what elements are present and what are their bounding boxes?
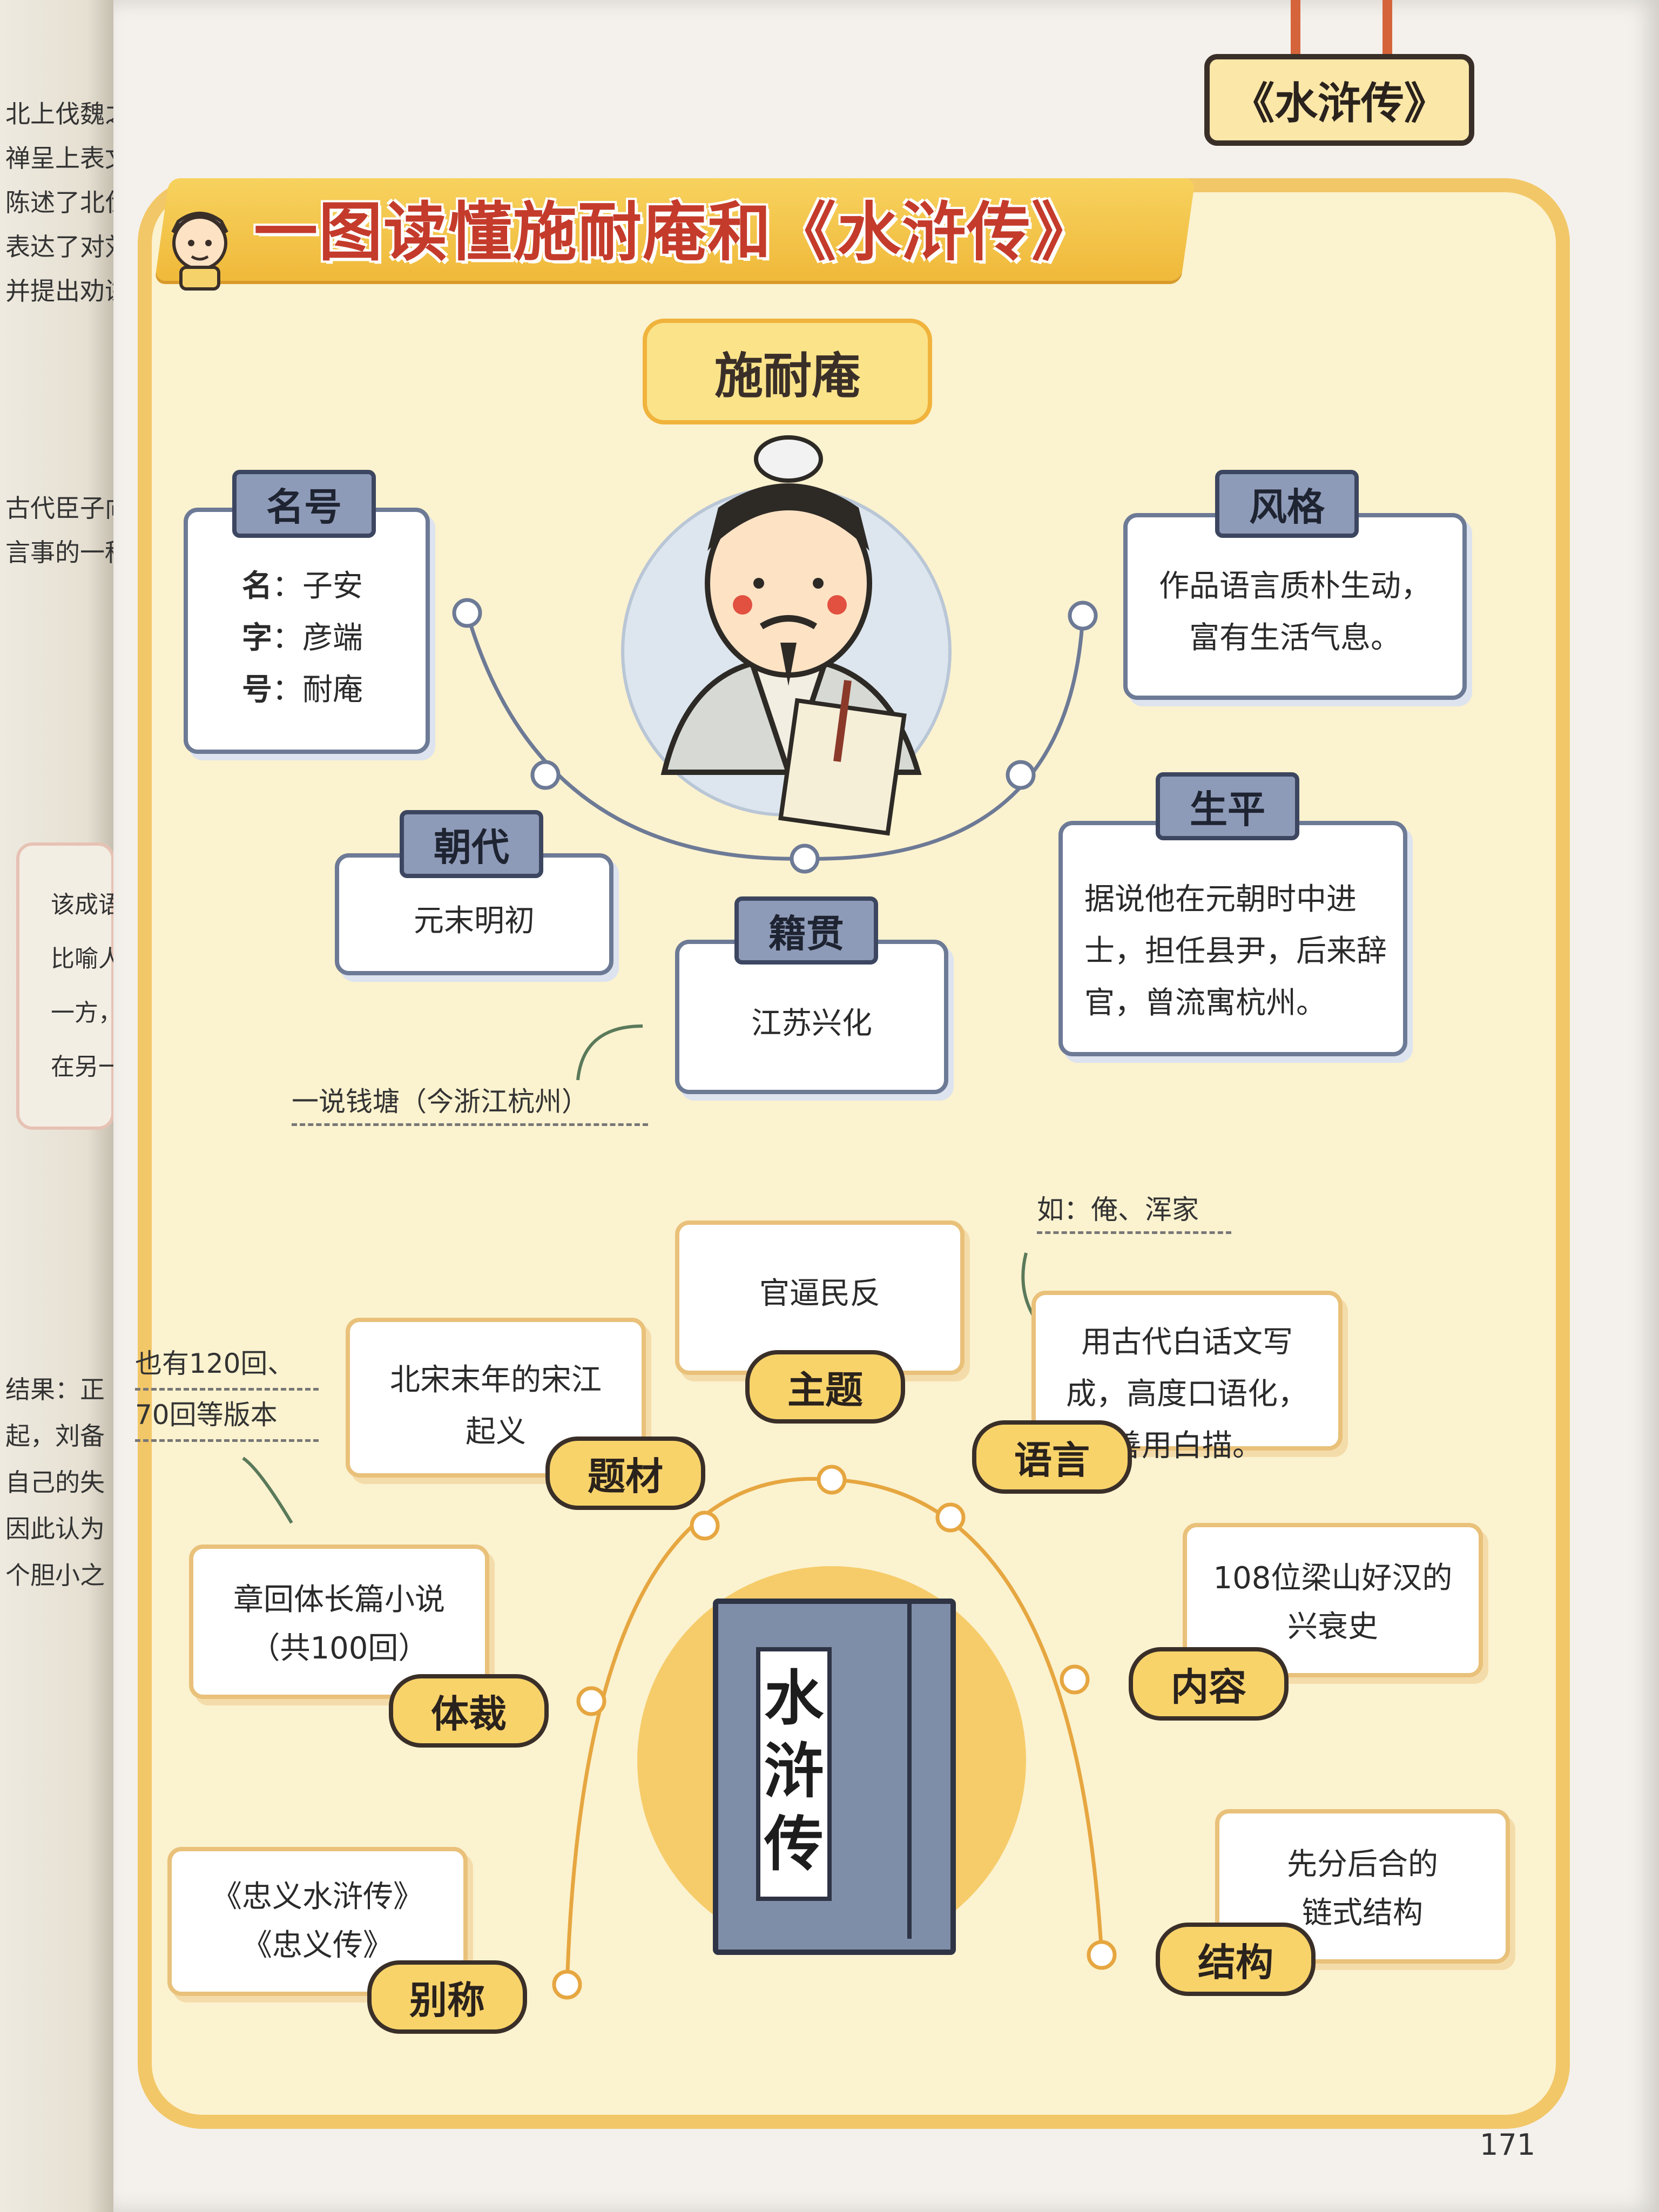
material-note: 也有120回、 70回等版本 (135, 1339, 319, 1442)
left-page-line: 言事的一种文 (5, 538, 113, 567)
chapter-tab: 《水浒传》 (1204, 54, 1474, 146)
content-label: 内容 (1129, 1647, 1289, 1721)
genre-text-line: 章回体长篇小说 (233, 1582, 445, 1617)
page-title: 一图读懂施耐庵和《水浒传》 (254, 195, 1097, 269)
left-result-line: 个胆小之 (5, 1561, 105, 1590)
material-note-line: 70回等版本 (135, 1391, 319, 1442)
left-page-line: 禅呈上表文 (5, 144, 113, 173)
style-text: 作品语言质朴生动，富有生活气息。 (1159, 569, 1431, 656)
left-note-line: 比喻人 (51, 945, 122, 973)
life-card: 据说他在元朝时中进士，担任县尹，后来辞官，曾流寓杭州。 (1058, 821, 1407, 1056)
left-note-line: 在另一 (51, 1053, 122, 1081)
genre-card: 章回体长篇小说 （共100回） (189, 1545, 489, 1699)
alias-label: 别称 (367, 1960, 527, 2034)
structure-text-line: 链式结构 (1302, 1896, 1423, 1931)
left-facing-page: 北上伐魏之前， 禅呈上表文 陈述了北伐的 表达了对刘禅 并提出劝诫。 古代臣子向… (0, 0, 124, 2212)
material-label: 题材 (545, 1437, 705, 1510)
left-note-line: 一方， (51, 999, 122, 1027)
genre-text-line: （共100回） (249, 1631, 429, 1666)
alias-text-line: 《忠义传》 (242, 1928, 393, 1963)
language-text: 用古代白话文写成，高度口语化，善用白描。 (1066, 1325, 1308, 1464)
alias-text-line: 《忠义水浒传》 (212, 1879, 423, 1914)
hometown-text: 江苏兴化 (751, 1006, 872, 1041)
names-heading: 名号 (232, 470, 376, 538)
left-page-line: 古代臣子向帝 (5, 494, 113, 523)
tab-post (1291, 0, 1300, 59)
names-row: 字：彦端 (242, 621, 363, 656)
names-row: 名：子安 (242, 569, 363, 604)
hometown-heading: 籍贯 (734, 896, 878, 965)
content-text-line: 108位梁山好汉的 (1213, 1561, 1453, 1596)
left-result-line: 因此认为 (5, 1514, 105, 1543)
life-heading: 生平 (1156, 772, 1299, 840)
theme-text: 官逼民反 (759, 1276, 880, 1311)
style-card: 作品语言质朴生动，富有生活气息。 (1123, 513, 1467, 700)
theme-label: 主题 (745, 1350, 905, 1424)
tab-post (1382, 0, 1392, 59)
names-card: 名：子安 字：彦端 号：耐庵 (184, 508, 430, 754)
dynasty-text: 元末明初 (414, 903, 535, 939)
language-label: 语言 (972, 1420, 1132, 1494)
structure-label: 结构 (1156, 1923, 1316, 1996)
book-spine (907, 1604, 944, 1939)
book-title-label: 水浒传 (756, 1647, 832, 1901)
dynasty-heading: 朝代 (400, 810, 543, 878)
scholar-mascot-icon (162, 200, 238, 292)
style-heading: 风格 (1215, 470, 1359, 538)
left-page-note-box: 该成语 比喻人 一方， 在另一 (16, 842, 122, 1130)
material-card: 北宋末年的宋江起义 (346, 1318, 646, 1478)
content-text-line: 兴衰史 (1287, 1609, 1378, 1644)
left-result-line: 起，刘备 (5, 1421, 105, 1451)
language-note: 如：俺、浑家 (1037, 1188, 1231, 1234)
book-icon: 水浒传 (713, 1599, 956, 1955)
page-number: 171 (1480, 2128, 1536, 2162)
left-result-line: 结果：正 (5, 1375, 105, 1404)
left-page-line: 北上伐魏之前， (5, 99, 113, 129)
left-result-line: 自己的失 (5, 1468, 105, 1497)
author-portrait-icon (626, 427, 950, 837)
material-note-line: 也有120回、 (135, 1339, 319, 1391)
author-name-badge: 施耐庵 (643, 319, 932, 424)
left-page-line: 并提出劝诫。 (5, 276, 113, 306)
hometown-card: 江苏兴化 (675, 940, 948, 1094)
left-page-line: 表达了对刘禅 (5, 232, 113, 261)
genre-label: 体裁 (389, 1674, 549, 1748)
hometown-note: 一说钱塘（今浙江杭州） (292, 1080, 648, 1126)
names-row: 号：耐庵 (242, 672, 363, 707)
material-text: 北宋末年的宋江起义 (390, 1363, 602, 1449)
left-note-line: 该成语 (51, 891, 122, 919)
structure-text-line: 先分后合的 (1287, 1847, 1438, 1882)
life-text: 据说他在元朝时中进士，担任县尹，后来辞官，曾流寓杭州。 (1084, 882, 1387, 1021)
left-page-result: 结果：正 起，刘备 自己的失 因此认为 个胆小之 (5, 1366, 105, 1599)
left-page-line: 陈述了北伐的 (5, 188, 113, 217)
